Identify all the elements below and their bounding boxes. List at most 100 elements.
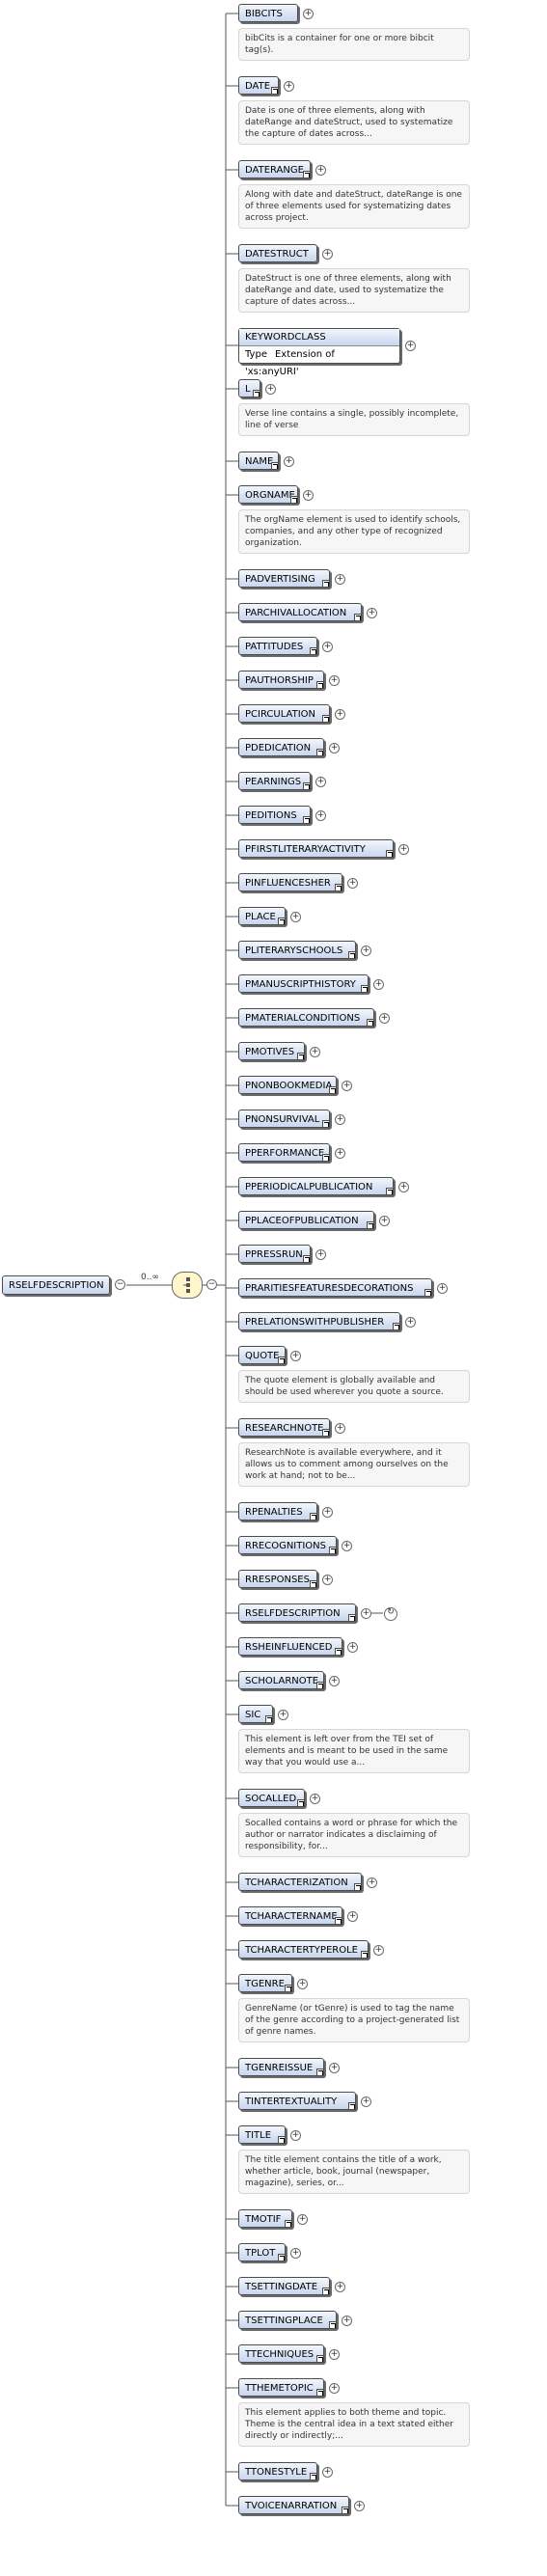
expand-icon[interactable]: + (405, 1317, 416, 1328)
expand-icon[interactable]: + (315, 777, 326, 787)
element-node-tgenreissue[interactable]: TGENREISSUE (238, 2058, 324, 2076)
element-node-ttonestyle[interactable]: TTONESTYLE (238, 2462, 317, 2480)
expand-icon[interactable]: + (290, 912, 301, 922)
element-node-tcharacterization[interactable]: TCHARACTERIZATION (238, 1873, 362, 1891)
element-node-tgenre[interactable]: TGENRE (238, 1974, 292, 1992)
element-node-tmotif[interactable]: TMOTIF (238, 2209, 292, 2228)
element-node-pmotives[interactable]: PMOTIVES (238, 1042, 305, 1060)
element-node-title[interactable]: TITLE (238, 2125, 286, 2144)
expand-icon[interactable]: + (347, 878, 358, 889)
element-node-tcharactertyperole[interactable]: TCHARACTERTYPEROLE (238, 1940, 369, 1959)
expand-icon[interactable]: + (315, 165, 326, 176)
element-node-rsheinfluenced[interactable]: RSHEINFLUENCED (238, 1637, 342, 1656)
expand-icon[interactable]: + (335, 709, 345, 720)
element-node-name[interactable]: NAME (238, 452, 279, 470)
element-node-tvoicenarration[interactable]: TVOICENARRATION (238, 2496, 349, 2514)
element-node-prelationswithpublisher[interactable]: PRELATIONSWITHPUBLISHER (238, 1312, 400, 1330)
expand-icon[interactable]: + (315, 810, 326, 821)
expand-icon[interactable]: + (329, 2349, 340, 2360)
expand-icon[interactable]: + (290, 2130, 301, 2141)
root-collapse-icon[interactable]: − (115, 1279, 125, 1290)
expand-icon[interactable]: + (284, 81, 294, 92)
expand-icon[interactable]: + (322, 642, 333, 652)
element-node-quote[interactable]: QUOTE (238, 1346, 286, 1364)
expand-icon[interactable]: + (322, 1575, 333, 1585)
expand-icon[interactable]: + (342, 2316, 352, 2326)
expand-icon[interactable]: + (342, 1541, 352, 1551)
element-node-pdedication[interactable]: PDEDICATION (238, 738, 324, 756)
expand-icon[interactable]: + (398, 1182, 409, 1192)
expand-icon[interactable]: + (367, 1877, 377, 1888)
expand-icon[interactable]: + (278, 1710, 288, 1720)
expand-icon[interactable]: + (265, 384, 276, 395)
element-node-pnonbookmedia[interactable]: PNONBOOKMEDIA (238, 1076, 337, 1094)
element-node-tintertextuality[interactable]: TINTERTEXTUALITY (238, 2092, 356, 2110)
expand-icon[interactable]: + (315, 1249, 326, 1260)
element-node-pmanuscripthistory[interactable]: PMANUSCRIPTHISTORY (238, 974, 369, 993)
element-node-sic[interactable]: SIC (238, 1705, 273, 1723)
expand-icon[interactable]: + (329, 2383, 340, 2394)
expand-icon[interactable]: + (347, 1642, 358, 1653)
element-node-peditions[interactable]: PEDITIONS (238, 806, 311, 824)
expand-icon[interactable]: + (303, 9, 314, 19)
element-node-l[interactable]: L (238, 379, 260, 397)
element-node-tcharactername[interactable]: TCHARACTERNAME (238, 1906, 342, 1925)
element-node-place[interactable]: PLACE (238, 907, 286, 925)
expand-icon[interactable]: + (329, 743, 340, 754)
expand-icon[interactable]: + (335, 1114, 345, 1125)
element-node-ppressrun[interactable]: PPRESSRUN (238, 1245, 311, 1263)
element-node-tsettingplace[interactable]: TSETTINGPLACE (238, 2311, 337, 2329)
expand-icon[interactable]: + (379, 1013, 390, 1024)
expand-icon[interactable]: + (361, 945, 371, 956)
element-node-scholarnote[interactable]: SCHOLARNOTE (238, 1671, 324, 1689)
element-node-pperiodicalpublication[interactable]: PPERIODICALPUBLICATION (238, 1177, 394, 1195)
element-node-tplot[interactable]: TPLOT (238, 2243, 286, 2261)
expand-icon[interactable]: + (322, 2467, 333, 2478)
element-node-praritiesfeaturesdecorations[interactable]: PRARITIESFEATURESDECORATIONS (238, 1278, 432, 1297)
expand-icon[interactable]: + (310, 1047, 320, 1057)
expand-icon[interactable]: + (379, 1216, 390, 1226)
recursion-icon[interactable]: ↻ (384, 1607, 397, 1621)
element-node-pcirculation[interactable]: PCIRCULATION (238, 704, 330, 723)
expand-icon[interactable]: + (342, 1081, 352, 1091)
root-element-node[interactable]: RSELFDESCRIPTION (2, 1275, 110, 1295)
compositor-collapse-icon[interactable]: − (206, 1279, 217, 1290)
expand-icon[interactable]: + (290, 2248, 301, 2259)
element-node-padvertising[interactable]: PADVERTISING (238, 569, 330, 588)
expand-icon[interactable]: + (361, 2096, 371, 2107)
element-node-pauthorship[interactable]: PAUTHORSHIP (238, 671, 324, 689)
element-node-tthemetopic[interactable]: TTHEMETOPIC (238, 2378, 324, 2397)
element-node-pplaceofpublication[interactable]: PPLACEOFPUBLICATION (238, 1211, 374, 1229)
expand-icon[interactable]: + (347, 1911, 358, 1922)
expand-icon[interactable]: + (335, 1423, 345, 1434)
expand-icon[interactable]: + (322, 1507, 333, 1518)
expand-icon[interactable]: + (297, 1979, 308, 1989)
element-node-datestruct[interactable]: DATESTRUCT (238, 244, 317, 262)
element-node-tsettingdate[interactable]: TSETTINGDATE (238, 2277, 330, 2295)
expand-icon[interactable]: + (367, 608, 377, 618)
expand-icon[interactable]: + (335, 574, 345, 585)
element-node-ttechniques[interactable]: TTECHNIQUES (238, 2344, 324, 2363)
expand-icon[interactable]: + (437, 1283, 448, 1294)
expand-icon[interactable]: + (297, 2214, 308, 2225)
element-node-daterange[interactable]: DATERANGE (238, 160, 311, 178)
expand-icon[interactable]: + (373, 1945, 384, 1956)
expand-icon[interactable]: + (303, 490, 314, 501)
expand-icon[interactable]: + (373, 979, 384, 990)
expand-icon[interactable]: + (361, 1608, 371, 1619)
expand-icon[interactable]: + (284, 456, 294, 467)
expand-icon[interactable]: + (398, 844, 409, 855)
expand-icon[interactable]: + (322, 249, 333, 260)
expand-icon[interactable]: + (354, 2501, 365, 2511)
expand-icon[interactable]: + (335, 1148, 345, 1159)
element-node-rresponses[interactable]: RRESPONSES (238, 1570, 317, 1588)
expand-icon[interactable]: + (329, 1676, 340, 1686)
expand-icon[interactable]: + (405, 341, 416, 351)
expand-icon[interactable]: + (335, 2282, 345, 2292)
expand-icon[interactable]: + (310, 1794, 320, 1804)
element-node-pinfluencesher[interactable]: PINFLUENCESHER (238, 873, 342, 891)
element-node-bibcits[interactable]: BIBCITS (238, 4, 298, 22)
element-node-pperformance[interactable]: PPERFORMANCE (238, 1143, 330, 1162)
element-node-parchivallocation[interactable]: PARCHIVALLOCATION (238, 603, 362, 621)
